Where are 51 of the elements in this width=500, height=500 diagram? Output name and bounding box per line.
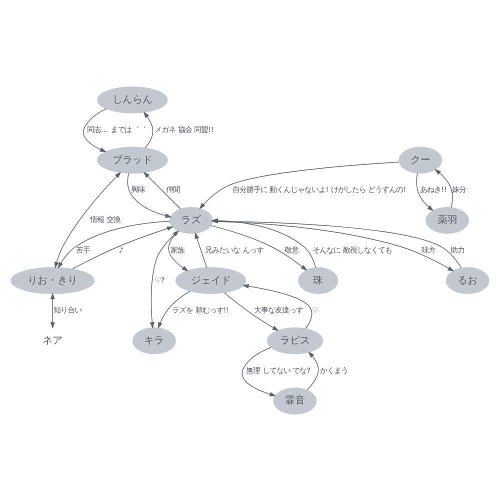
edge-label: 苦手 [76, 244, 90, 254]
node-ellipse: 薬羽 [426, 206, 470, 234]
arrow [127, 172, 172, 218]
node-ellipse: ラズ [169, 206, 213, 234]
edge-label: 大事な友達っす [254, 305, 304, 314]
edge-label: 知り合い [54, 305, 82, 314]
node-ellipse: りお・きり [10, 266, 95, 294]
edge-label: かくまう [320, 365, 348, 374]
arrow [194, 232, 208, 268]
edge-label: ♡ [312, 305, 319, 314]
edge-label: 味方 [421, 244, 436, 254]
edge-label: そんなに 敵視しなくても [312, 244, 392, 254]
arrow [143, 111, 154, 148]
edge-label: 仲間 [166, 184, 180, 194]
edge-label: 助力 [450, 244, 464, 254]
edge-label: ♡? [154, 274, 165, 284]
arrow [143, 171, 181, 209]
edge-label: ♪ [118, 244, 124, 254]
edge-label: 妹分 [452, 184, 466, 194]
edge-label: 兄みたいな んっす [205, 244, 264, 254]
arrow [83, 108, 107, 152]
node-ellipse: キラ [132, 326, 176, 354]
arrow [224, 292, 279, 330]
node-ellipse: 霖音 [273, 387, 317, 414]
edge-label: 興味 [131, 184, 146, 194]
arrow [158, 290, 190, 328]
arrow [199, 161, 400, 209]
node-ellipse: ジェイド [175, 266, 246, 294]
arrow [242, 346, 276, 396]
edge-label: メガネ 協会 同盟!! [154, 124, 214, 134]
edge-label: 同志… までは゛゛ [86, 124, 146, 134]
node-ellipse: ラピス [266, 326, 324, 354]
node-ellipse: しんらん [97, 86, 168, 113]
arrow [54, 171, 122, 268]
arrow [72, 226, 174, 269]
arrow [50, 292, 55, 328]
node-ellipse: 珠 [298, 266, 338, 294]
edge-label: あねき!! [420, 184, 447, 194]
arrow [210, 224, 308, 270]
arrow [58, 220, 170, 268]
arrow [306, 350, 319, 390]
arrow [434, 168, 453, 208]
edge-label: ラズを 頼むっす!! [172, 305, 230, 314]
edge-label: 自分勝手に 動くんじゃないよ! けがしたら どうすんの! [232, 184, 406, 194]
edge-label: 家族 [170, 244, 184, 254]
arrow [242, 284, 312, 328]
edge-label: 無理 してない でな? [246, 365, 311, 374]
edge-label: 情報 交換 [90, 214, 120, 224]
arrow [416, 172, 434, 211]
edge-label: 敬意 [284, 244, 298, 254]
node-text: ネア [42, 335, 63, 346]
